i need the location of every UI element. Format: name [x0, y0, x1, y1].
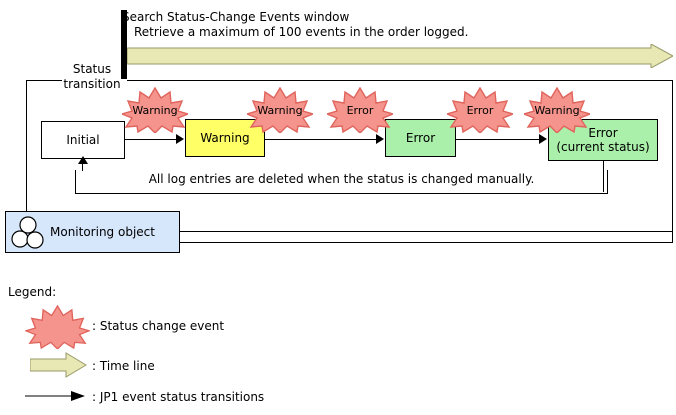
status-frame-top-left-edge — [26, 80, 62, 81]
state-box-initial[interactable]: Initial — [41, 121, 125, 159]
legend-item-time-line: : Time line — [92, 359, 155, 373]
manual-change-arrowhead — [78, 156, 88, 164]
status-transition-frame — [26, 80, 673, 243]
timeline-origin-bar — [121, 10, 127, 79]
header-block: Search Status-Change Events window Retri… — [122, 10, 667, 40]
time-line-arrow — [126, 43, 675, 69]
current-status-drop-line — [603, 161, 604, 192]
star-icon — [119, 86, 191, 134]
monitoring-object-label: Monitoring object — [50, 225, 155, 239]
legend-line-arrow-icon — [25, 390, 85, 402]
legend-item-status-change-event: : Status change event — [92, 319, 225, 333]
legend-item-jp1-event-status-transitions: : JP1 event status transitions — [92, 390, 265, 404]
status-transition-label: Status transition — [47, 62, 137, 92]
status-change-event-1[interactable]: Warning — [119, 86, 191, 136]
state-box-warning[interactable]: Warning — [185, 119, 265, 157]
three-circles-icon — [6, 212, 50, 252]
legend-title: Legend: — [8, 285, 57, 299]
transition-arrowhead-2 — [376, 134, 384, 144]
state-box-error[interactable]: Error — [385, 119, 456, 157]
star-icon — [444, 86, 516, 134]
manual-change-return-line — [82, 159, 83, 171]
star-icon — [324, 86, 396, 134]
legend-block-arrow-icon — [29, 352, 87, 378]
state-box-error-label: Error — [405, 131, 436, 145]
status-frame-top-right-edge — [127, 80, 673, 81]
transition-line-1 — [125, 139, 176, 140]
manual-change-note: All log entries are deleted when the sta… — [148, 172, 535, 186]
state-box-error-current-sublabel: (current status) — [556, 140, 650, 154]
manual-change-path — [75, 170, 608, 194]
status-change-event-2[interactable]: Warning — [244, 86, 316, 136]
transition-arrowhead-1 — [176, 134, 184, 144]
status-change-event-5[interactable]: Warning — [521, 86, 593, 136]
star-icon — [244, 86, 316, 134]
transition-arrowhead-3 — [539, 134, 547, 144]
header-title: Search Status-Change Events window — [122, 10, 350, 24]
state-box-warning-label: Warning — [200, 131, 250, 145]
state-box-error-current-label: Error — [588, 126, 618, 140]
monitoring-object-connector — [180, 231, 673, 232]
status-transition-label-line2: transition — [63, 77, 121, 91]
legend-star-icon — [23, 304, 92, 350]
state-box-initial-label: Initial — [66, 133, 100, 147]
header-subtitle: Retrieve a maximum of 100 events in the … — [134, 25, 469, 39]
transition-line-3 — [456, 139, 539, 140]
status-transition-label-line1: Status — [72, 62, 112, 76]
status-change-event-4[interactable]: Error — [444, 86, 516, 136]
status-change-event-3[interactable]: Error — [324, 86, 396, 136]
star-icon — [521, 86, 593, 134]
transition-line-2 — [265, 139, 376, 140]
monitoring-object-box[interactable]: Monitoring object — [5, 211, 180, 253]
